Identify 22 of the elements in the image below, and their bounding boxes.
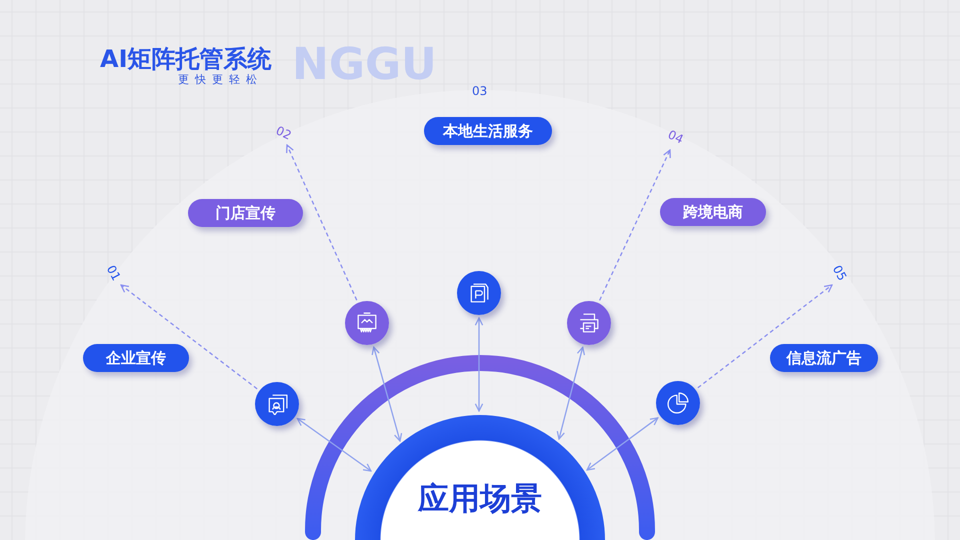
step-number: 02: [274, 123, 294, 143]
arrow: [586, 417, 658, 471]
scenario-label: 门店宣传: [188, 199, 303, 227]
arrow: [697, 284, 833, 388]
arrow: [599, 149, 671, 301]
step-number: 04: [666, 127, 686, 147]
step-number: 03: [472, 84, 488, 98]
title: AI矩阵托管系统: [100, 44, 272, 74]
scenario-label: 企业宣传: [83, 344, 189, 372]
step-number: 05: [830, 262, 850, 284]
scenario-label: 本地生活服务: [424, 117, 552, 145]
arrow: [120, 284, 258, 390]
arrow: [286, 144, 358, 300]
scenario-label: 跨境电商: [660, 198, 766, 226]
hub-title: 应用场景: [418, 480, 542, 519]
subtitle: 更快更轻松: [178, 72, 263, 87]
arrow: [556, 346, 586, 440]
arrow: [474, 317, 484, 412]
arrow: [372, 346, 402, 442]
arrow: [296, 418, 372, 472]
step-number: 01: [104, 262, 124, 284]
scenario-label: 信息流广告: [770, 344, 878, 372]
